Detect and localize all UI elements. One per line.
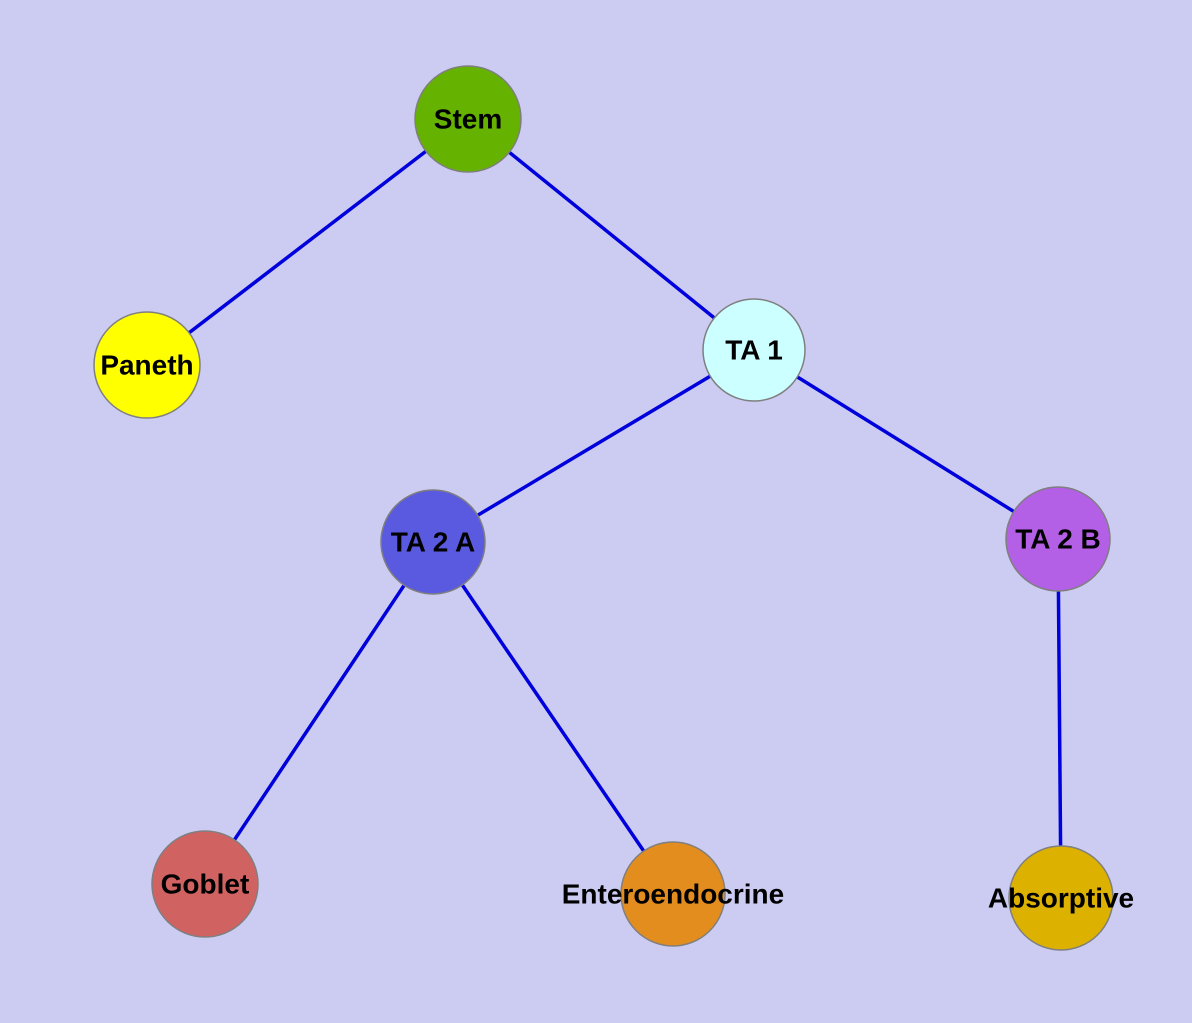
node-paneth[interactable] <box>93 311 201 419</box>
edge-ta-1-to-ta-2-a <box>432 348 755 544</box>
edge-layer <box>145 117 1063 899</box>
node-enteroendocrine[interactable] <box>620 841 726 947</box>
node-goblet[interactable] <box>151 830 259 938</box>
edge-ta-2-a-to-enteroendocrine <box>431 541 675 895</box>
edge-ta-2-b-to-absorptive <box>1056 538 1063 899</box>
edge-stem-to-ta-1 <box>466 117 756 352</box>
node-ta-1[interactable] <box>702 298 806 402</box>
edge-ta-1-to-ta-2-b <box>753 348 1059 541</box>
node-layer <box>93 65 1114 951</box>
node-stem[interactable] <box>414 65 522 173</box>
node-ta-2-b[interactable] <box>1005 486 1111 592</box>
node-absorptive[interactable] <box>1008 845 1114 951</box>
edge-ta-2-a-to-goblet <box>203 541 435 885</box>
node-ta-2-a[interactable] <box>380 489 486 595</box>
edge-stem-to-paneth <box>145 117 470 367</box>
